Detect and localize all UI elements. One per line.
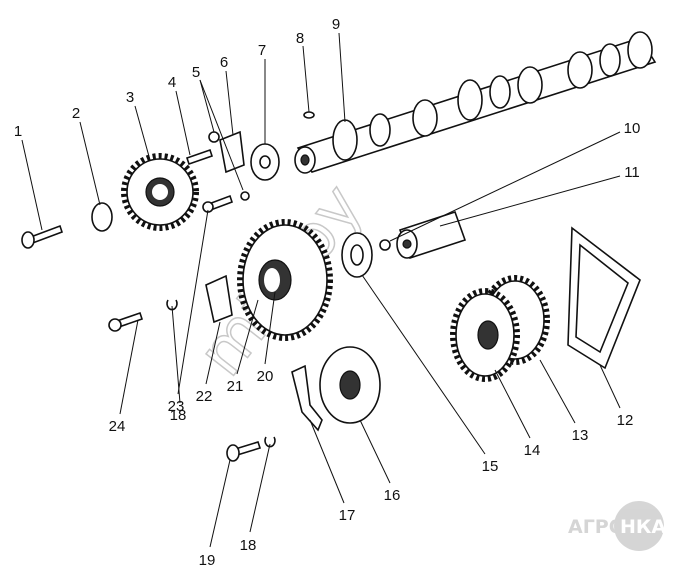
label-20: 20 <box>257 368 274 385</box>
lock-washer-part-18b <box>264 436 276 448</box>
label-22: 22 <box>196 388 213 405</box>
washer-part-5b <box>240 191 250 201</box>
gear-part-14 <box>450 288 520 382</box>
label-2: 2 <box>72 105 80 122</box>
flange-part-16 <box>319 346 381 424</box>
gasket-part-12 <box>567 226 641 370</box>
label-13: 13 <box>572 427 589 444</box>
bolt-part-4 <box>185 148 214 166</box>
bolt-part-24 <box>108 311 144 332</box>
gear-part-20 <box>237 219 333 341</box>
agro-logo: АГРО НКА <box>568 501 666 551</box>
lock-plate-part-6 <box>219 130 245 174</box>
bracket-part-17 <box>291 364 323 432</box>
label-1: 1 <box>14 123 22 140</box>
label-18: 18 <box>170 407 187 424</box>
label-7: 7 <box>258 42 266 59</box>
label-12: 12 <box>617 412 634 429</box>
callout-labels: 1 2 3 4 5 6 7 8 9 10 11 12 13 14 15 16 1… <box>14 16 641 569</box>
bolt-part-1 <box>21 224 64 249</box>
gear-part-3 <box>121 153 199 231</box>
label-19: 19 <box>199 552 216 569</box>
washer-part-10 <box>379 239 391 251</box>
label-4: 4 <box>168 74 176 91</box>
label-21: 21 <box>227 378 244 395</box>
bolt-part-23 <box>202 194 234 213</box>
bolt-part-19 <box>226 441 262 462</box>
label-6: 6 <box>220 54 228 71</box>
label-8: 8 <box>296 30 304 47</box>
logo-text-left: АГРО <box>568 516 625 538</box>
thrust-washer-part-7 <box>250 143 280 181</box>
label-14: 14 <box>524 442 541 459</box>
label-3: 3 <box>126 89 134 106</box>
logo-text-right: НКА <box>620 516 666 538</box>
washer-part-2 <box>91 202 113 232</box>
washer-part-5 <box>208 131 220 143</box>
label-11: 11 <box>624 164 640 181</box>
label-18b: 18 <box>240 537 257 554</box>
label-10: 10 <box>624 120 641 137</box>
leader-lines <box>21 32 621 548</box>
label-9: 9 <box>332 16 340 33</box>
camshaft <box>294 31 657 174</box>
plate-part-22 <box>205 274 233 324</box>
label-5: 5 <box>192 64 200 81</box>
washer-part-15 <box>341 232 373 278</box>
sleeve-part-11 <box>396 210 467 260</box>
key-part-8 <box>303 111 315 119</box>
label-24: 24 <box>109 418 126 435</box>
label-23: 23 <box>168 398 185 415</box>
label-16: 16 <box>384 487 401 504</box>
label-17: 17 <box>339 507 356 524</box>
label-15: 15 <box>482 458 499 475</box>
